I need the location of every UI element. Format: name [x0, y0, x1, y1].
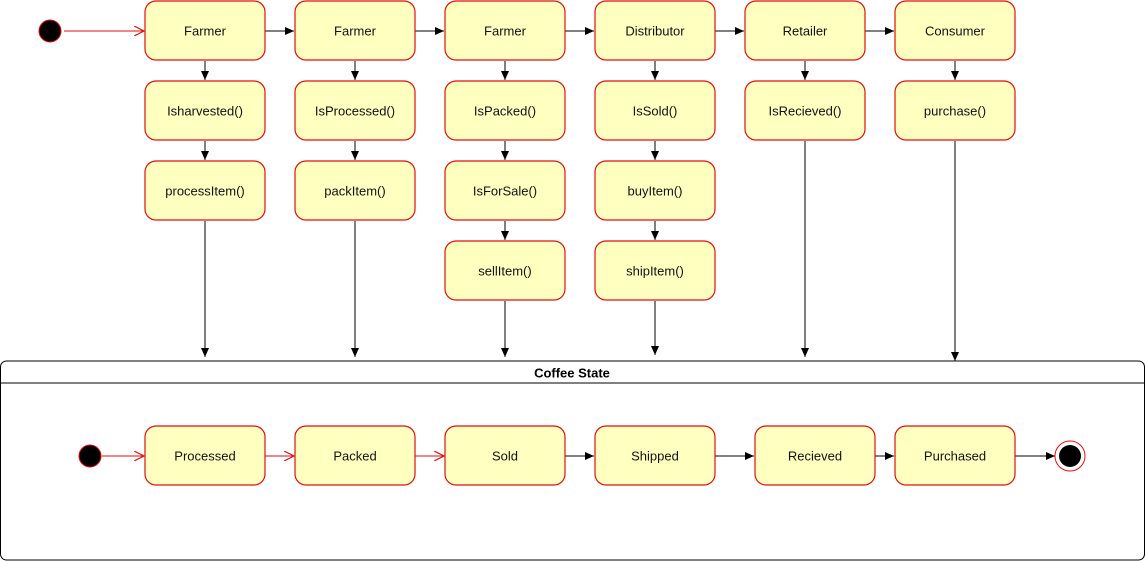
- actor-label: Consumer: [925, 24, 986, 39]
- function-node[interactable]: purchase(): [894, 80, 1016, 141]
- function-label: IsForSale(): [473, 184, 537, 199]
- function-label: IsSold(): [633, 104, 678, 119]
- function-label: IsPacked(): [474, 104, 536, 119]
- coffee-state-node[interactable]: Processed: [144, 425, 266, 486]
- initial-node-bottom: [78, 444, 102, 468]
- coffee-state-container: Coffee State: [0, 360, 1145, 561]
- function-node[interactable]: processItem(): [144, 160, 266, 221]
- function-label: IsProcessed(): [315, 104, 395, 119]
- function-label: processItem(): [165, 184, 244, 199]
- function-label: shipItem(): [626, 264, 684, 279]
- coffee-state-label: Shipped: [631, 449, 679, 464]
- function-label: packItem(): [324, 184, 385, 199]
- initial-node-top: [38, 19, 62, 43]
- function-node[interactable]: buyItem(): [594, 160, 716, 221]
- function-node[interactable]: IsForSale(): [444, 160, 566, 221]
- function-label: IsRecieved(): [769, 104, 842, 119]
- function-node[interactable]: IsProcessed(): [294, 80, 416, 141]
- top-edges: [64, 31, 959, 361]
- function-node[interactable]: packItem(): [294, 160, 416, 221]
- function-node[interactable]: IsRecieved(): [744, 80, 866, 141]
- coffee-state-label: Purchased: [924, 449, 986, 464]
- coffee-state-node[interactable]: Sold: [444, 425, 566, 486]
- coffee-state-node[interactable]: Packed: [294, 425, 416, 486]
- actor-label: Farmer: [334, 24, 377, 39]
- actor-node[interactable]: Farmer: [294, 0, 416, 61]
- actor-node[interactable]: Consumer: [894, 0, 1016, 61]
- actor-node[interactable]: Distributor: [594, 0, 716, 61]
- coffee-state-node[interactable]: Recieved: [754, 425, 876, 486]
- function-node[interactable]: sellItem(): [444, 240, 566, 301]
- function-node[interactable]: shipItem(): [594, 240, 716, 301]
- coffee-state-title: Coffee State: [534, 366, 610, 381]
- coffee-state-node[interactable]: Shipped: [594, 425, 716, 486]
- coffee-state-label: Recieved: [788, 449, 842, 464]
- function-node[interactable]: Isharvested(): [144, 80, 266, 141]
- actor-label: Retailer: [783, 24, 828, 39]
- function-node[interactable]: IsPacked(): [444, 80, 566, 141]
- coffee-state-node[interactable]: Purchased: [894, 425, 1016, 486]
- function-label: sellItem(): [478, 264, 531, 279]
- actor-node[interactable]: Farmer: [144, 0, 266, 61]
- final-node: [1054, 440, 1086, 472]
- actor-label: Farmer: [484, 24, 527, 39]
- actor-node[interactable]: Retailer: [744, 0, 866, 61]
- function-label: purchase(): [924, 104, 986, 119]
- actor-label: Farmer: [184, 24, 227, 39]
- function-label: buyItem(): [628, 184, 683, 199]
- actor-node[interactable]: Farmer: [444, 0, 566, 61]
- coffee-state-label: Sold: [492, 449, 518, 464]
- function-label: Isharvested(): [167, 104, 243, 119]
- actor-label: Distributor: [625, 24, 685, 39]
- coffee-state-label: Packed: [333, 449, 376, 464]
- function-node[interactable]: IsSold(): [594, 80, 716, 141]
- coffee-state-label: Processed: [174, 449, 235, 464]
